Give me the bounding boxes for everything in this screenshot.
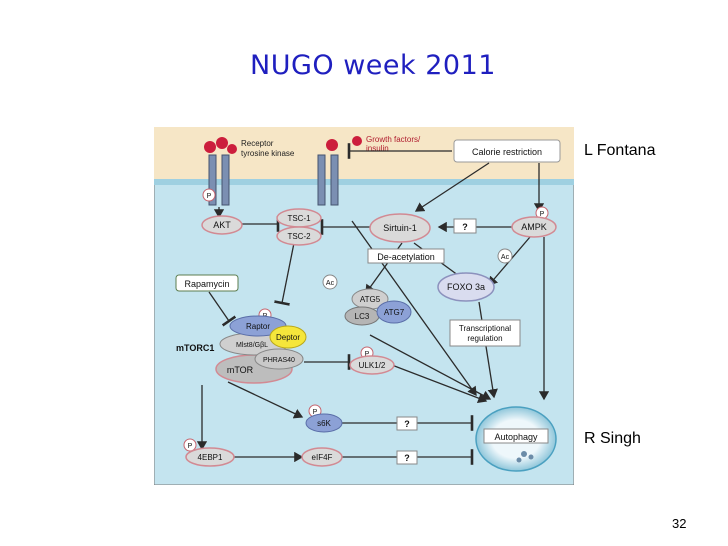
autophagy-pathway-diagram: Receptor tyrosine kinase Growth factors/… <box>154 127 574 485</box>
foxo-node <box>437 272 495 302</box>
s6k-node <box>305 413 343 433</box>
transcriptional-box <box>449 319 521 347</box>
mtorc1-complex <box>215 315 307 384</box>
page-number: 32 <box>672 516 687 531</box>
growth-factor-icon <box>352 136 362 146</box>
receptor-sub-label: tyrosine kinase <box>241 149 295 158</box>
ampk-label: AMPK <box>521 222 547 232</box>
deacetylation-label: De-acetylation <box>377 252 435 262</box>
growth-factors-label: Growth factors/ <box>366 135 421 144</box>
lc3-label: LC3 <box>355 312 370 321</box>
sirtuin-node <box>369 213 431 243</box>
author-label-top: L Fontana <box>584 142 656 159</box>
insulin-label: insulin <box>366 144 389 153</box>
mlst8-label: Mlst8/GβL <box>236 342 268 349</box>
tsc2-node <box>276 226 322 246</box>
ulk-label: ULK1/2 <box>359 361 386 370</box>
calorie-restriction-box <box>453 139 561 163</box>
mtor-label: mTOR <box>227 365 254 375</box>
foxo-label: FOXO 3a <box>447 282 485 292</box>
svg-text:Ac: Ac <box>501 254 510 261</box>
question-box-bottom <box>396 450 418 465</box>
akt-node <box>201 215 243 235</box>
atg7-label: ATG7 <box>384 308 405 317</box>
autophagy-label: Autophagy <box>494 432 538 442</box>
receptor-label: Receptor <box>241 139 274 148</box>
author-label-bottom: R Singh <box>584 430 641 447</box>
4ebp1-label: 4EBP1 <box>198 453 223 462</box>
regulation-label: regulation <box>467 334 502 343</box>
receptor-right <box>317 139 339 206</box>
cell-membrane <box>154 179 574 185</box>
ampk-node <box>511 216 557 238</box>
sirtuin-label: Sirtuin-1 <box>383 223 417 233</box>
4ebp1-node <box>185 447 235 467</box>
question-label-middle: ? <box>404 419 410 429</box>
deacetylation-box <box>367 248 445 264</box>
atg7-node <box>376 300 412 324</box>
pras40-label: PHRAS40 <box>263 357 295 364</box>
receptor-left <box>204 137 237 206</box>
rapamycin-box <box>175 274 239 292</box>
slide-title: NUGO week 2011 <box>250 50 496 81</box>
mtorc1-label: mTORC1 <box>176 343 214 353</box>
svg-text:P: P <box>365 351 370 358</box>
autophagy-box <box>483 428 549 444</box>
svg-text:P: P <box>540 211 545 218</box>
question-box-middle <box>396 416 418 431</box>
eif4f-label: eIF4F <box>312 453 333 462</box>
rapamycin-label: Rapamycin <box>184 279 229 289</box>
svg-text:Ac: Ac <box>326 280 335 287</box>
question-box-top <box>453 218 477 234</box>
akt-label: AKT <box>213 220 231 230</box>
question-label-bottom: ? <box>404 453 410 463</box>
tsc2-label: TSC-2 <box>287 232 311 241</box>
tsc1-label: TSC-1 <box>287 214 311 223</box>
pathway-connectors <box>196 143 550 465</box>
svg-text:P: P <box>313 409 318 416</box>
question-label-top: ? <box>462 222 468 232</box>
eif4f-node <box>301 447 343 467</box>
s6k-label: s6K <box>317 419 331 428</box>
deptor-label: Deptor <box>276 333 300 342</box>
transcriptional-label: Transcriptional <box>459 324 511 333</box>
acetyl-markers: Ac Ac <box>322 248 513 290</box>
autophagosome-icon <box>516 451 534 463</box>
calorie-restriction-label: Calorie restriction <box>472 147 542 157</box>
ulk-node <box>349 355 395 375</box>
svg-text:P: P <box>207 193 212 200</box>
svg-text:P: P <box>188 443 193 450</box>
atg5-label: ATG5 <box>360 295 381 304</box>
raptor-label: Raptor <box>246 322 270 331</box>
